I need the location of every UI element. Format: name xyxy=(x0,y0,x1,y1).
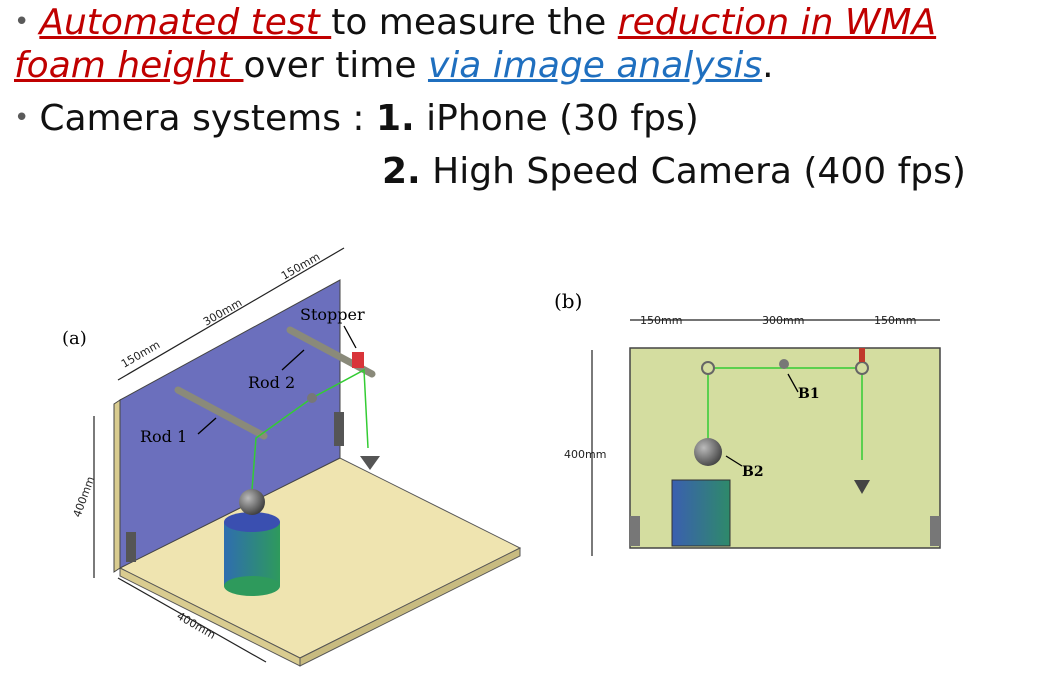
stopper-label: Stopper xyxy=(300,305,365,324)
camera-2-text: High Speed Camera (400 fps) xyxy=(420,151,966,192)
left-stand xyxy=(630,516,640,546)
bullet-1-line-1: • Automated test to measure the reduction… xyxy=(14,0,936,45)
foam-height-text: foam height xyxy=(14,45,244,86)
counter-weight xyxy=(360,456,380,470)
dim-150-left: 150mm xyxy=(640,314,682,327)
right-stand xyxy=(930,516,940,546)
b1-label: B1 xyxy=(798,386,820,402)
foam-cylinder xyxy=(224,522,280,586)
dim-150-right: 150mm xyxy=(279,250,322,282)
bullet-1-line-2: foam height over time via image analysis… xyxy=(14,44,774,88)
figure-b-diagram: (b) 150mm 300mm 150mm 400mm B1 B2 xyxy=(554,289,941,556)
rod-1-arrow xyxy=(197,417,217,435)
ball-b2 xyxy=(694,438,722,466)
base-plate-side xyxy=(299,547,521,667)
figure-a-diagram: (a) Rod 1 Rod 2 Stopper 150mm 300mm 150m… xyxy=(62,247,522,667)
cylinder-top xyxy=(224,512,280,532)
automated-test-text: Automated test xyxy=(39,2,332,43)
b2-label: B2 xyxy=(742,464,764,480)
ball-b1 xyxy=(779,359,789,369)
camera-1-number: 1. xyxy=(375,98,415,139)
image-analysis-link[interactable]: via image analysis xyxy=(427,45,763,86)
reduction-text: reduction in WMA xyxy=(617,2,937,43)
ball-b1 xyxy=(307,393,317,403)
right-stand xyxy=(334,412,344,446)
camera-1-text: iPhone (30 fps) xyxy=(414,98,699,139)
right-pulley xyxy=(855,361,869,375)
rod-1 xyxy=(174,386,268,440)
bullet-text: over time xyxy=(243,45,428,86)
bullet-2-line-2: 2. High Speed Camera (400 fps) xyxy=(382,150,966,194)
cylinder-bottom xyxy=(224,576,280,596)
stopper xyxy=(859,348,865,362)
left-pulley xyxy=(701,361,715,375)
camera-systems-label: Camera systems : xyxy=(39,98,376,139)
b1-arrow xyxy=(787,373,799,393)
panel-a-label: (a) xyxy=(62,328,87,349)
dim-300: 300mm xyxy=(762,314,804,327)
foam-container xyxy=(671,479,731,547)
stopper xyxy=(352,352,364,368)
panel-b-label: (b) xyxy=(554,289,582,313)
top-dimension-line xyxy=(117,247,345,381)
base-dimension-line xyxy=(117,577,267,663)
bullet-2-line-1: • Camera systems : 1. iPhone (30 fps) xyxy=(14,96,699,141)
dim-150-right: 150mm xyxy=(874,314,916,327)
bullet-text: to measure the xyxy=(331,2,618,43)
bullet-text: . xyxy=(762,45,774,86)
b2-arrow xyxy=(725,455,743,467)
left-stand xyxy=(126,532,136,562)
bullet-dot: • xyxy=(14,7,30,37)
rod-2-arrow xyxy=(281,349,305,371)
rod-1-label: Rod 1 xyxy=(140,427,187,446)
ball-b2 xyxy=(239,489,265,515)
dim-400: 400mm xyxy=(564,448,606,461)
bullet-dot: • xyxy=(14,103,30,133)
camera-2-number: 2. xyxy=(382,151,421,192)
dim-300: 300mm xyxy=(201,296,244,328)
counter-weight xyxy=(854,480,870,494)
dim-400-height: 400mm xyxy=(71,475,98,519)
dim-150-left: 150mm xyxy=(119,338,162,370)
rod-2-label: Rod 2 xyxy=(248,373,295,392)
stopper-arrow xyxy=(343,325,357,349)
back-wall-edge xyxy=(113,399,121,573)
